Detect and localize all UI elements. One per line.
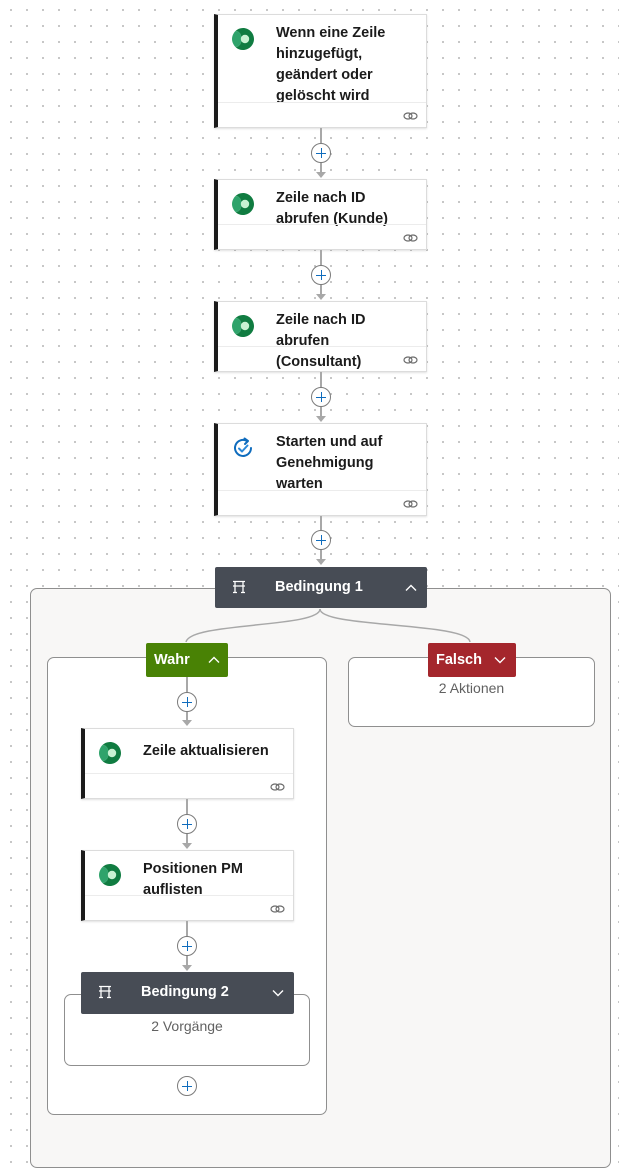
false-branch-label[interactable]: Falsch — [428, 643, 516, 677]
trigger-card[interactable]: Wenn eine Zeile hinzugefügt, geändert od… — [214, 14, 427, 128]
chevron-down-icon[interactable] — [494, 656, 506, 664]
approval-card[interactable]: Starten und auf Genehmigung warten — [214, 423, 427, 516]
get-consultant-title: Zeile nach ID abrufen (Consultant) — [276, 312, 366, 370]
add-step-button[interactable] — [177, 814, 197, 834]
card-footer — [218, 224, 426, 249]
dataverse-icon — [97, 740, 123, 766]
connector-arrow — [182, 720, 192, 726]
get-customer-card[interactable]: Zeile nach ID abrufen (Kunde) — [214, 179, 427, 250]
chevron-down-icon[interactable] — [272, 989, 284, 997]
card-footer — [85, 773, 293, 798]
update-row-card[interactable]: Zeile aktualisieren — [81, 728, 294, 799]
update-row-title: Zeile aktualisieren — [143, 743, 269, 759]
true-branch-label[interactable]: Wahr — [146, 643, 228, 677]
condition-1-header[interactable]: Bedingung 1 — [215, 567, 427, 608]
card-footer — [85, 895, 293, 920]
connector-arrow — [316, 172, 326, 178]
connector-arrow — [182, 843, 192, 849]
dataverse-icon — [97, 862, 123, 888]
condition-icon — [98, 985, 112, 999]
link-icon[interactable] — [270, 781, 285, 793]
card-footer — [218, 102, 426, 127]
approval-title: Starten und auf Genehmigung warten — [276, 434, 383, 492]
connector-arrow — [182, 965, 192, 971]
add-step-button[interactable] — [311, 387, 331, 407]
condition-2-summary[interactable]: 2 Vorgänge — [151, 1018, 223, 1034]
list-positions-card[interactable]: Positionen PM auflisten — [81, 850, 294, 921]
condition-2-title: Bedingung 2 — [141, 984, 229, 1000]
false-branch-text: Falsch — [436, 652, 482, 668]
connector-arrow — [316, 294, 326, 300]
condition-1-title: Bedingung 1 — [275, 579, 363, 595]
trigger-title: Wenn eine Zeile hinzugefügt, geändert od… — [276, 25, 386, 104]
chevron-up-icon[interactable] — [208, 656, 220, 664]
list-positions-title: Positionen PM auflisten — [143, 861, 243, 898]
condition-2-header[interactable]: Bedingung 2 — [81, 972, 294, 1014]
approval-icon — [234, 437, 252, 457]
condition-icon — [232, 580, 246, 594]
card-footer — [218, 346, 426, 371]
connector-arrow — [316, 416, 326, 422]
add-step-button[interactable] — [177, 1076, 197, 1096]
get-consultant-card[interactable]: Zeile nach ID abrufen (Consultant) — [214, 301, 427, 372]
add-step-button[interactable] — [177, 692, 197, 712]
add-step-button[interactable] — [311, 265, 331, 285]
card-footer — [218, 490, 426, 515]
add-step-button[interactable] — [177, 936, 197, 956]
chevron-up-icon[interactable] — [405, 584, 417, 592]
connector-arrow — [316, 559, 326, 565]
add-step-button[interactable] — [311, 530, 331, 550]
link-icon[interactable] — [270, 903, 285, 915]
true-branch-text: Wahr — [154, 652, 190, 668]
false-branch-summary[interactable]: 2 Aktionen — [438, 680, 505, 696]
get-customer-title: Zeile nach ID abrufen (Kunde) — [276, 190, 388, 227]
add-step-button[interactable] — [311, 143, 331, 163]
